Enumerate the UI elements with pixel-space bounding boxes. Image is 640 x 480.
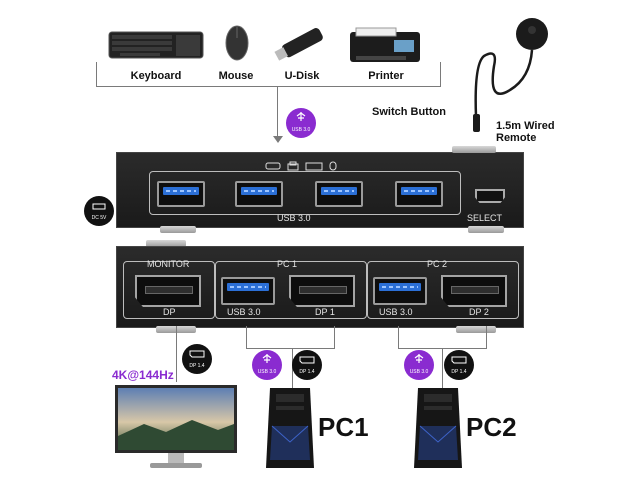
pc2-dp-label: DP 2	[469, 307, 489, 317]
monitor-icon	[115, 385, 237, 468]
pc2-group-outline	[367, 261, 519, 319]
pc1-bracket-h	[246, 348, 335, 349]
rear-top-foot-left	[146, 240, 186, 247]
pc1-usb-label: USB 3.0	[227, 307, 261, 317]
front-usb-port-3[interactable]	[315, 181, 363, 207]
monitor-dp-badge-text: DP 1.4	[189, 363, 205, 369]
monitor-dp-label: DP	[163, 307, 176, 317]
mouse-icon	[225, 25, 249, 61]
power-port-icon	[92, 203, 106, 210]
pc2-drop-line	[442, 348, 443, 388]
front-icon-strip	[265, 161, 375, 171]
monitor-label: MONITOR	[147, 259, 190, 269]
front-usb-port-4[interactable]	[395, 181, 443, 207]
monitor-dp-badge: DP 1.4	[182, 344, 212, 374]
pc1-dp-port[interactable]	[289, 275, 355, 307]
rear-foot-right	[456, 326, 496, 333]
printer-small-icon	[287, 161, 299, 171]
select-label: SELECT	[467, 213, 503, 223]
pc2-tower-icon	[414, 388, 462, 468]
usb-disk-icon	[274, 28, 323, 61]
pc1-tower-icon	[266, 388, 314, 468]
resolution-label: 4K@144Hz	[112, 368, 174, 382]
usb-disk-small-icon	[265, 162, 281, 170]
remote-cable-icon	[473, 18, 548, 132]
top-usb-badge: USB 3.0	[286, 108, 316, 138]
usb-symbol-icon	[262, 354, 272, 363]
mouse-label: Mouse	[218, 70, 254, 82]
bus-drop-right	[440, 62, 441, 86]
pc1-dp-line	[334, 326, 335, 348]
usb-symbol-icon	[296, 112, 306, 121]
monitor-line	[176, 326, 177, 382]
pc2-dp-port[interactable]	[441, 275, 507, 307]
monitor-dp-port[interactable]	[135, 275, 201, 307]
keyboard-label: Keyboard	[130, 70, 182, 82]
dp-port-symbol-icon	[451, 356, 467, 364]
keyboard-icon	[108, 31, 204, 59]
pc1-name: PC1	[318, 412, 369, 442]
pc2-dp-line	[486, 326, 487, 348]
switch-rear-panel: MONITOR PC 1 PC 2 DP USB 3.0 DP 1 USB 3.…	[116, 246, 524, 328]
switch-front-panel: USB 3.0 SELECT	[116, 152, 524, 228]
pc1-dp-label: DP 1	[315, 307, 335, 317]
pc2-usb-label: USB 3.0	[379, 307, 413, 317]
dp-port-symbol-icon	[299, 356, 315, 364]
front-usb-label: USB 3.0	[277, 213, 311, 223]
pc2-usb-port[interactable]	[373, 277, 427, 305]
pc1-header-label: PC 1	[277, 259, 298, 269]
arrow-down-icon	[273, 136, 283, 143]
front-foot-right	[468, 226, 504, 233]
pc2-dp-badge-text: DP 1.4	[451, 369, 467, 375]
pc1-usb-badge-text: USB 3.0	[257, 369, 277, 375]
usb-port-group-outline	[149, 171, 461, 215]
pc1-usb-port[interactable]	[221, 277, 275, 305]
bus-drop-left	[96, 62, 97, 86]
printer-icon	[350, 27, 420, 62]
usb-symbol-icon	[414, 354, 424, 363]
dp-port-symbol-icon	[189, 350, 205, 358]
pc1-dp-badge-text: DP 1.4	[299, 369, 315, 375]
switch-button-label: Switch Button	[372, 106, 446, 118]
pc2-usb-badge: USB 3.0	[404, 350, 434, 380]
pc2-usb-line	[398, 326, 399, 348]
keyboard-small-icon	[305, 162, 323, 171]
peripheral-row: Keyboard Mouse U-Disk Printer	[0, 0, 640, 100]
pc2-dp-badge: DP 1.4	[444, 350, 474, 380]
peripheral-bus-line	[96, 86, 441, 87]
pc2-header-label: PC 2	[427, 259, 448, 269]
monitor-group-outline	[123, 261, 215, 319]
pc1-usb-line	[246, 326, 247, 348]
pc2-usb-badge-text: USB 3.0	[409, 369, 429, 375]
pc1-usb-badge: USB 3.0	[252, 350, 282, 380]
front-usb-port-1[interactable]	[157, 181, 205, 207]
pc2-name: PC2	[466, 412, 517, 442]
top-usb-badge-text: USB 3.0	[291, 127, 311, 133]
remote-cable-label: 1.5m Wired Remote	[496, 120, 555, 144]
usb-arrow-line	[277, 86, 278, 138]
udisk-label: U-Disk	[284, 70, 320, 82]
pc1-dp-badge: DP 1.4	[292, 350, 322, 380]
dc-power-badge: DC 5V	[84, 196, 114, 226]
pc1-group-outline	[215, 261, 367, 319]
front-top-button[interactable]	[452, 146, 496, 153]
printer-label: Printer	[368, 70, 404, 82]
front-usb-port-2[interactable]	[235, 181, 283, 207]
select-remote-port[interactable]	[475, 189, 505, 203]
dc-badge-text: DC 5V	[91, 215, 107, 221]
front-foot-left	[160, 226, 196, 233]
mouse-small-icon	[329, 161, 337, 171]
